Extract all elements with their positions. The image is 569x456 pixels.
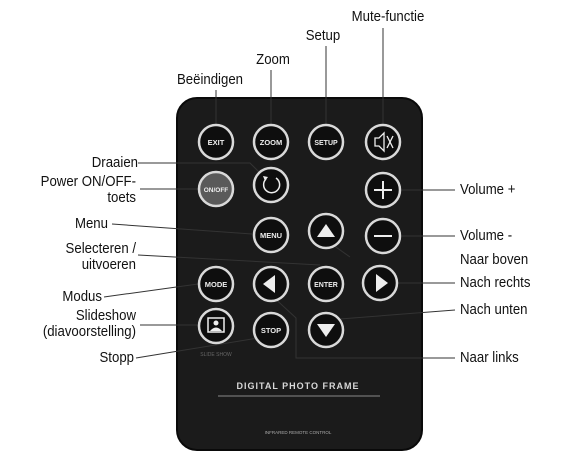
arrow-left-icon bbox=[263, 275, 275, 293]
remote-subtitle: INFRARED REMOTE CONTROL bbox=[265, 430, 332, 435]
callout-mute: Mute-functie bbox=[351, 8, 425, 25]
exit-button-label: EXIT bbox=[208, 138, 225, 147]
callout-select-line1: Selecteren / bbox=[65, 240, 136, 257]
remote-body bbox=[176, 97, 423, 451]
slideshow-caption: SLIDE SHOW bbox=[200, 352, 232, 358]
plus-icon bbox=[374, 181, 392, 199]
callout-mode: Modus bbox=[62, 288, 102, 305]
setup-button-label: SETUP bbox=[314, 140, 338, 147]
mute-button[interactable] bbox=[364, 123, 402, 161]
arrow-down-icon bbox=[317, 324, 335, 337]
callout-stop: Stopp bbox=[99, 349, 134, 366]
zoom-button-label: ZOOM bbox=[260, 138, 283, 147]
arrow-right-icon bbox=[376, 274, 388, 292]
leader-lines bbox=[103, 28, 456, 359]
right-button[interactable] bbox=[361, 264, 399, 302]
callout-vol-down: Volume - bbox=[460, 227, 513, 244]
slideshow-icon bbox=[207, 317, 225, 333]
callout-zoom: Zoom bbox=[256, 51, 290, 68]
menu-button-label: MENU bbox=[260, 231, 282, 240]
power-button-label: ON/OFF bbox=[204, 187, 229, 194]
power-button[interactable]: ON/OFF bbox=[197, 170, 235, 208]
leader-left bbox=[269, 293, 455, 359]
callout-power-line2: toets bbox=[107, 189, 136, 206]
callout-select-line2: uitvoeren bbox=[81, 256, 136, 273]
callout-slideshow-line2: (diavoorstelling) bbox=[42, 323, 136, 340]
leader-select bbox=[137, 254, 321, 266]
callout-exit: Beëindigen bbox=[176, 71, 244, 88]
callout-slideshow-line1: Slideshow bbox=[75, 307, 136, 324]
rotate-icon bbox=[262, 176, 281, 194]
arrow-up-icon bbox=[317, 224, 335, 237]
menu-button[interactable]: MENU bbox=[252, 216, 290, 254]
setup-button[interactable]: SETUP bbox=[307, 123, 345, 161]
mute-icon bbox=[374, 131, 394, 153]
up-button[interactable] bbox=[307, 212, 345, 250]
slideshow-button[interactable] bbox=[197, 307, 235, 345]
left-button[interactable] bbox=[252, 265, 290, 303]
down-button[interactable] bbox=[307, 311, 345, 349]
leader-rotate bbox=[138, 162, 263, 176]
leader-menu bbox=[111, 223, 253, 235]
callout-up: Naar boven bbox=[460, 251, 529, 268]
callout-right: Nach rechts bbox=[460, 274, 531, 291]
leader-down bbox=[339, 309, 456, 320]
callout-down: Nach unten bbox=[460, 301, 528, 318]
remote-title: DIGITAL PHOTO FRAME bbox=[236, 381, 359, 391]
stop-button[interactable]: STOP bbox=[252, 311, 290, 349]
mode-button-label: MODE bbox=[205, 280, 228, 289]
callout-setup: Setup bbox=[305, 27, 341, 44]
rotate-button[interactable] bbox=[252, 166, 290, 204]
leader-mode bbox=[103, 283, 199, 298]
mode-button[interactable]: MODE bbox=[197, 265, 235, 303]
enter-button-label: ENTER bbox=[314, 282, 338, 289]
callout-left: Naar links bbox=[460, 349, 519, 366]
callout-vol-up: Volume + bbox=[460, 181, 516, 198]
leader-stop bbox=[135, 337, 259, 359]
exit-button[interactable]: EXIT bbox=[197, 123, 235, 161]
enter-button[interactable]: ENTER bbox=[307, 265, 345, 303]
leader-up bbox=[332, 244, 351, 258]
volume-up-button[interactable] bbox=[364, 171, 402, 209]
callout-menu: Menu bbox=[74, 215, 108, 232]
callout-rotate: Draaien bbox=[91, 154, 138, 171]
stop-button-label: STOP bbox=[261, 326, 281, 335]
callout-power-line1: Power ON/OFF- bbox=[40, 173, 136, 190]
volume-down-button[interactable] bbox=[364, 217, 402, 255]
zoom-button[interactable]: ZOOM bbox=[252, 123, 290, 161]
